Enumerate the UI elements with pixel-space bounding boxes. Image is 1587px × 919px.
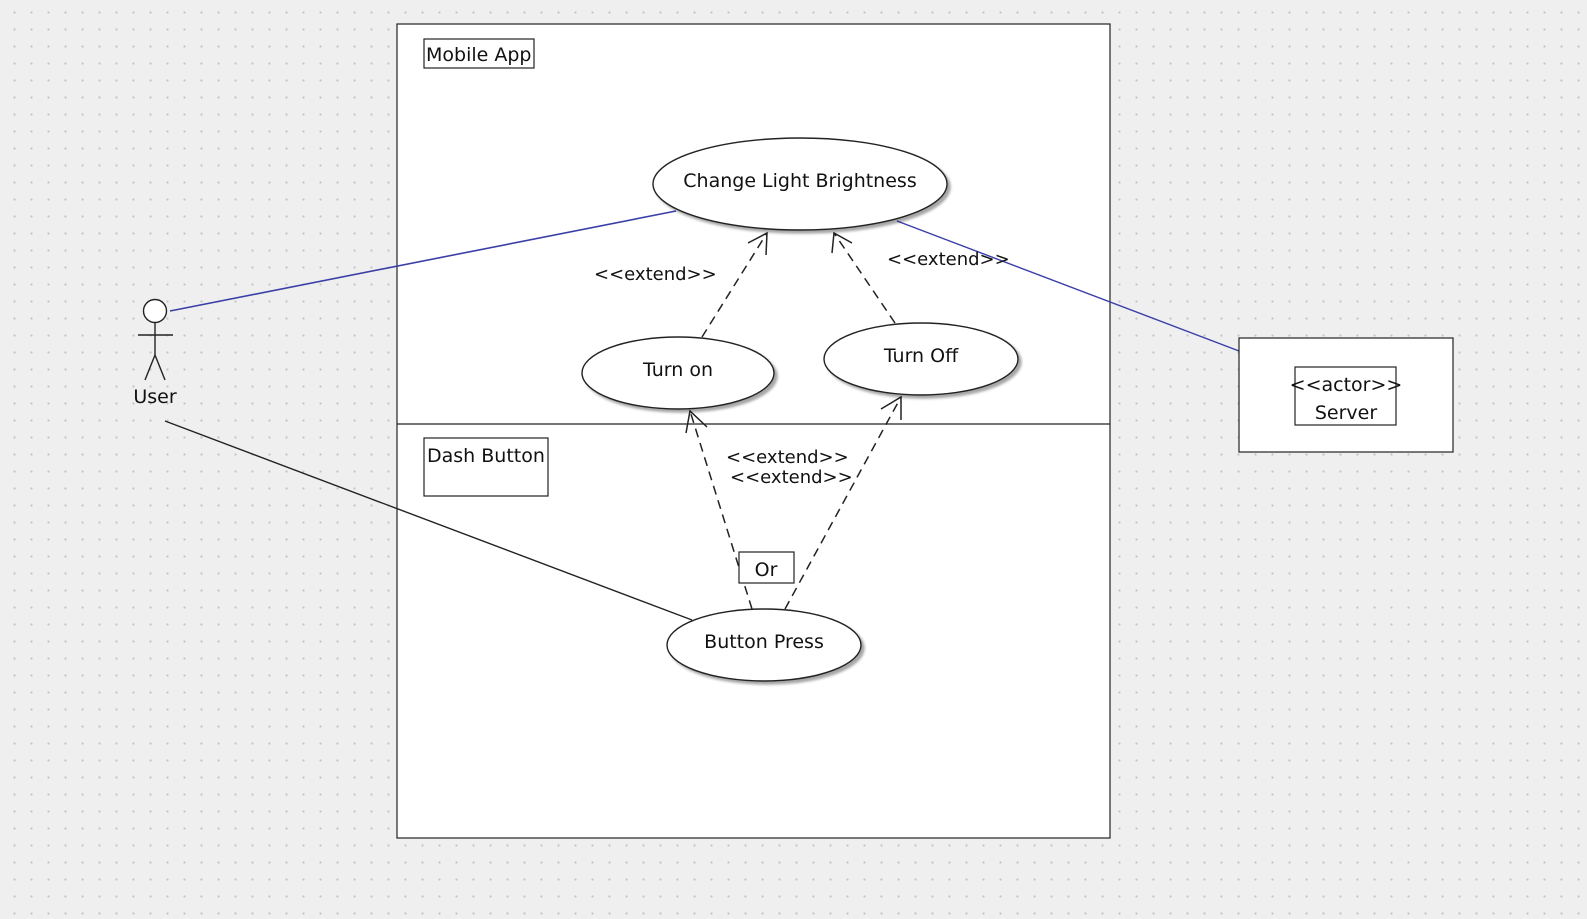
frame-label-dash-button[interactable]: Dash Button xyxy=(423,437,549,497)
svg-text:Change Light Brightness: Change Light Brightness xyxy=(683,170,916,192)
svg-text:Button Press: Button Press xyxy=(704,631,824,653)
extend-button-press-to-turn-off[interactable] xyxy=(784,395,902,610)
actor-user[interactable]: User xyxy=(133,298,177,409)
use-case-turn-on[interactable]: Turn on xyxy=(581,336,775,410)
use-case-change-brightness[interactable]: Change Light Brightness xyxy=(652,137,948,231)
extend-turn-off-to-change-brightness[interactable] xyxy=(831,231,896,324)
frame-label-mobile-app[interactable]: Mobile App xyxy=(423,38,535,69)
svg-text:Turn on: Turn on xyxy=(642,359,713,381)
svg-text:Turn Off: Turn Off xyxy=(883,345,959,367)
stick-figure-icon xyxy=(138,298,173,381)
svg-text:Or: Or xyxy=(755,559,778,581)
actor-user-label: User xyxy=(133,386,176,408)
extend-label-turn-on: <<extend>> xyxy=(594,264,717,285)
svg-text:Mobile App: Mobile App xyxy=(426,44,531,66)
server-label: Server xyxy=(1315,402,1377,424)
use-case-turn-off[interactable]: Turn Off xyxy=(823,322,1019,396)
extend-label-button-turn-off: <<extend>> xyxy=(730,467,853,488)
extend-label-turn-off: <<extend>> xyxy=(887,249,1010,270)
svg-text:Dash Button: Dash Button xyxy=(427,445,545,467)
server-stereotype: <<actor>> xyxy=(1290,374,1403,396)
or-note[interactable]: Or xyxy=(738,551,795,584)
extend-label-button-turn-on: <<extend>> xyxy=(726,447,849,468)
association-change-brightness-server[interactable] xyxy=(896,220,1269,363)
association-user-button-press[interactable] xyxy=(164,420,693,621)
association-user-change-brightness[interactable] xyxy=(169,210,677,312)
actor-server[interactable]: <<actor>> Server xyxy=(1238,337,1454,453)
use-case-button-press[interactable]: Button Press xyxy=(666,608,862,682)
extend-turn-on-to-change-brightness[interactable] xyxy=(701,231,768,338)
